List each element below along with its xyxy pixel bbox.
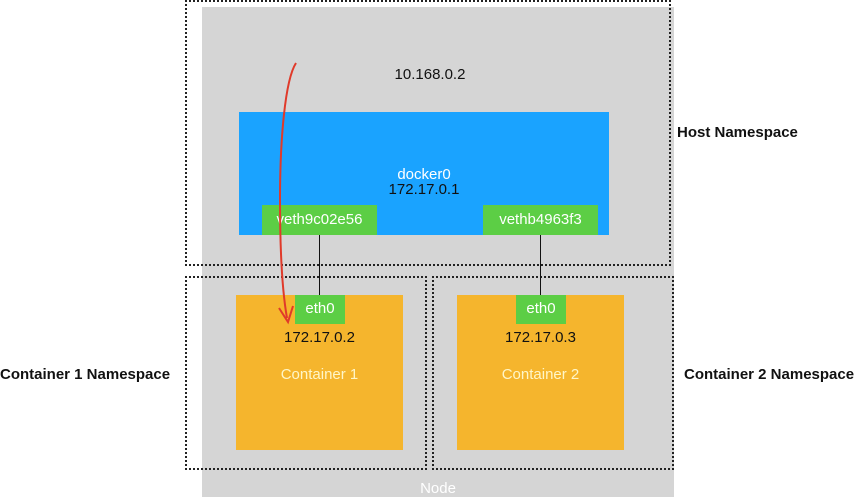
container-2-name: Container 2 <box>501 366 580 383</box>
bridge-ip: 172.17.0.1 <box>388 181 460 198</box>
node-label: Node <box>420 480 456 497</box>
veth-pair-link-2 <box>540 235 541 295</box>
container-2-eth0: eth0 <box>516 295 566 324</box>
container2-namespace-boundary <box>432 276 674 470</box>
container-1-ip: 172.17.0.2 <box>284 329 355 346</box>
container2-namespace-label: Container 2 Namespace <box>684 366 855 383</box>
container-1-eth0: eth0 <box>295 295 345 324</box>
host-namespace-boundary <box>185 0 671 266</box>
veth-interface-1: veth9c02e56 <box>262 205 377 235</box>
veth-interface-2: vethb4963f3 <box>483 205 598 235</box>
container-2-ip: 172.17.0.3 <box>505 329 576 346</box>
container1-namespace-label: Container 1 Namespace <box>0 366 171 383</box>
container1-namespace-boundary <box>185 276 427 470</box>
host-namespace-label: Host Namespace <box>677 124 798 141</box>
veth-pair-link-1 <box>319 235 320 295</box>
container-1-name: Container 1 <box>280 366 359 383</box>
host-ip: 10.168.0.2 <box>394 66 466 83</box>
bridge-name: docker0 <box>397 166 451 183</box>
